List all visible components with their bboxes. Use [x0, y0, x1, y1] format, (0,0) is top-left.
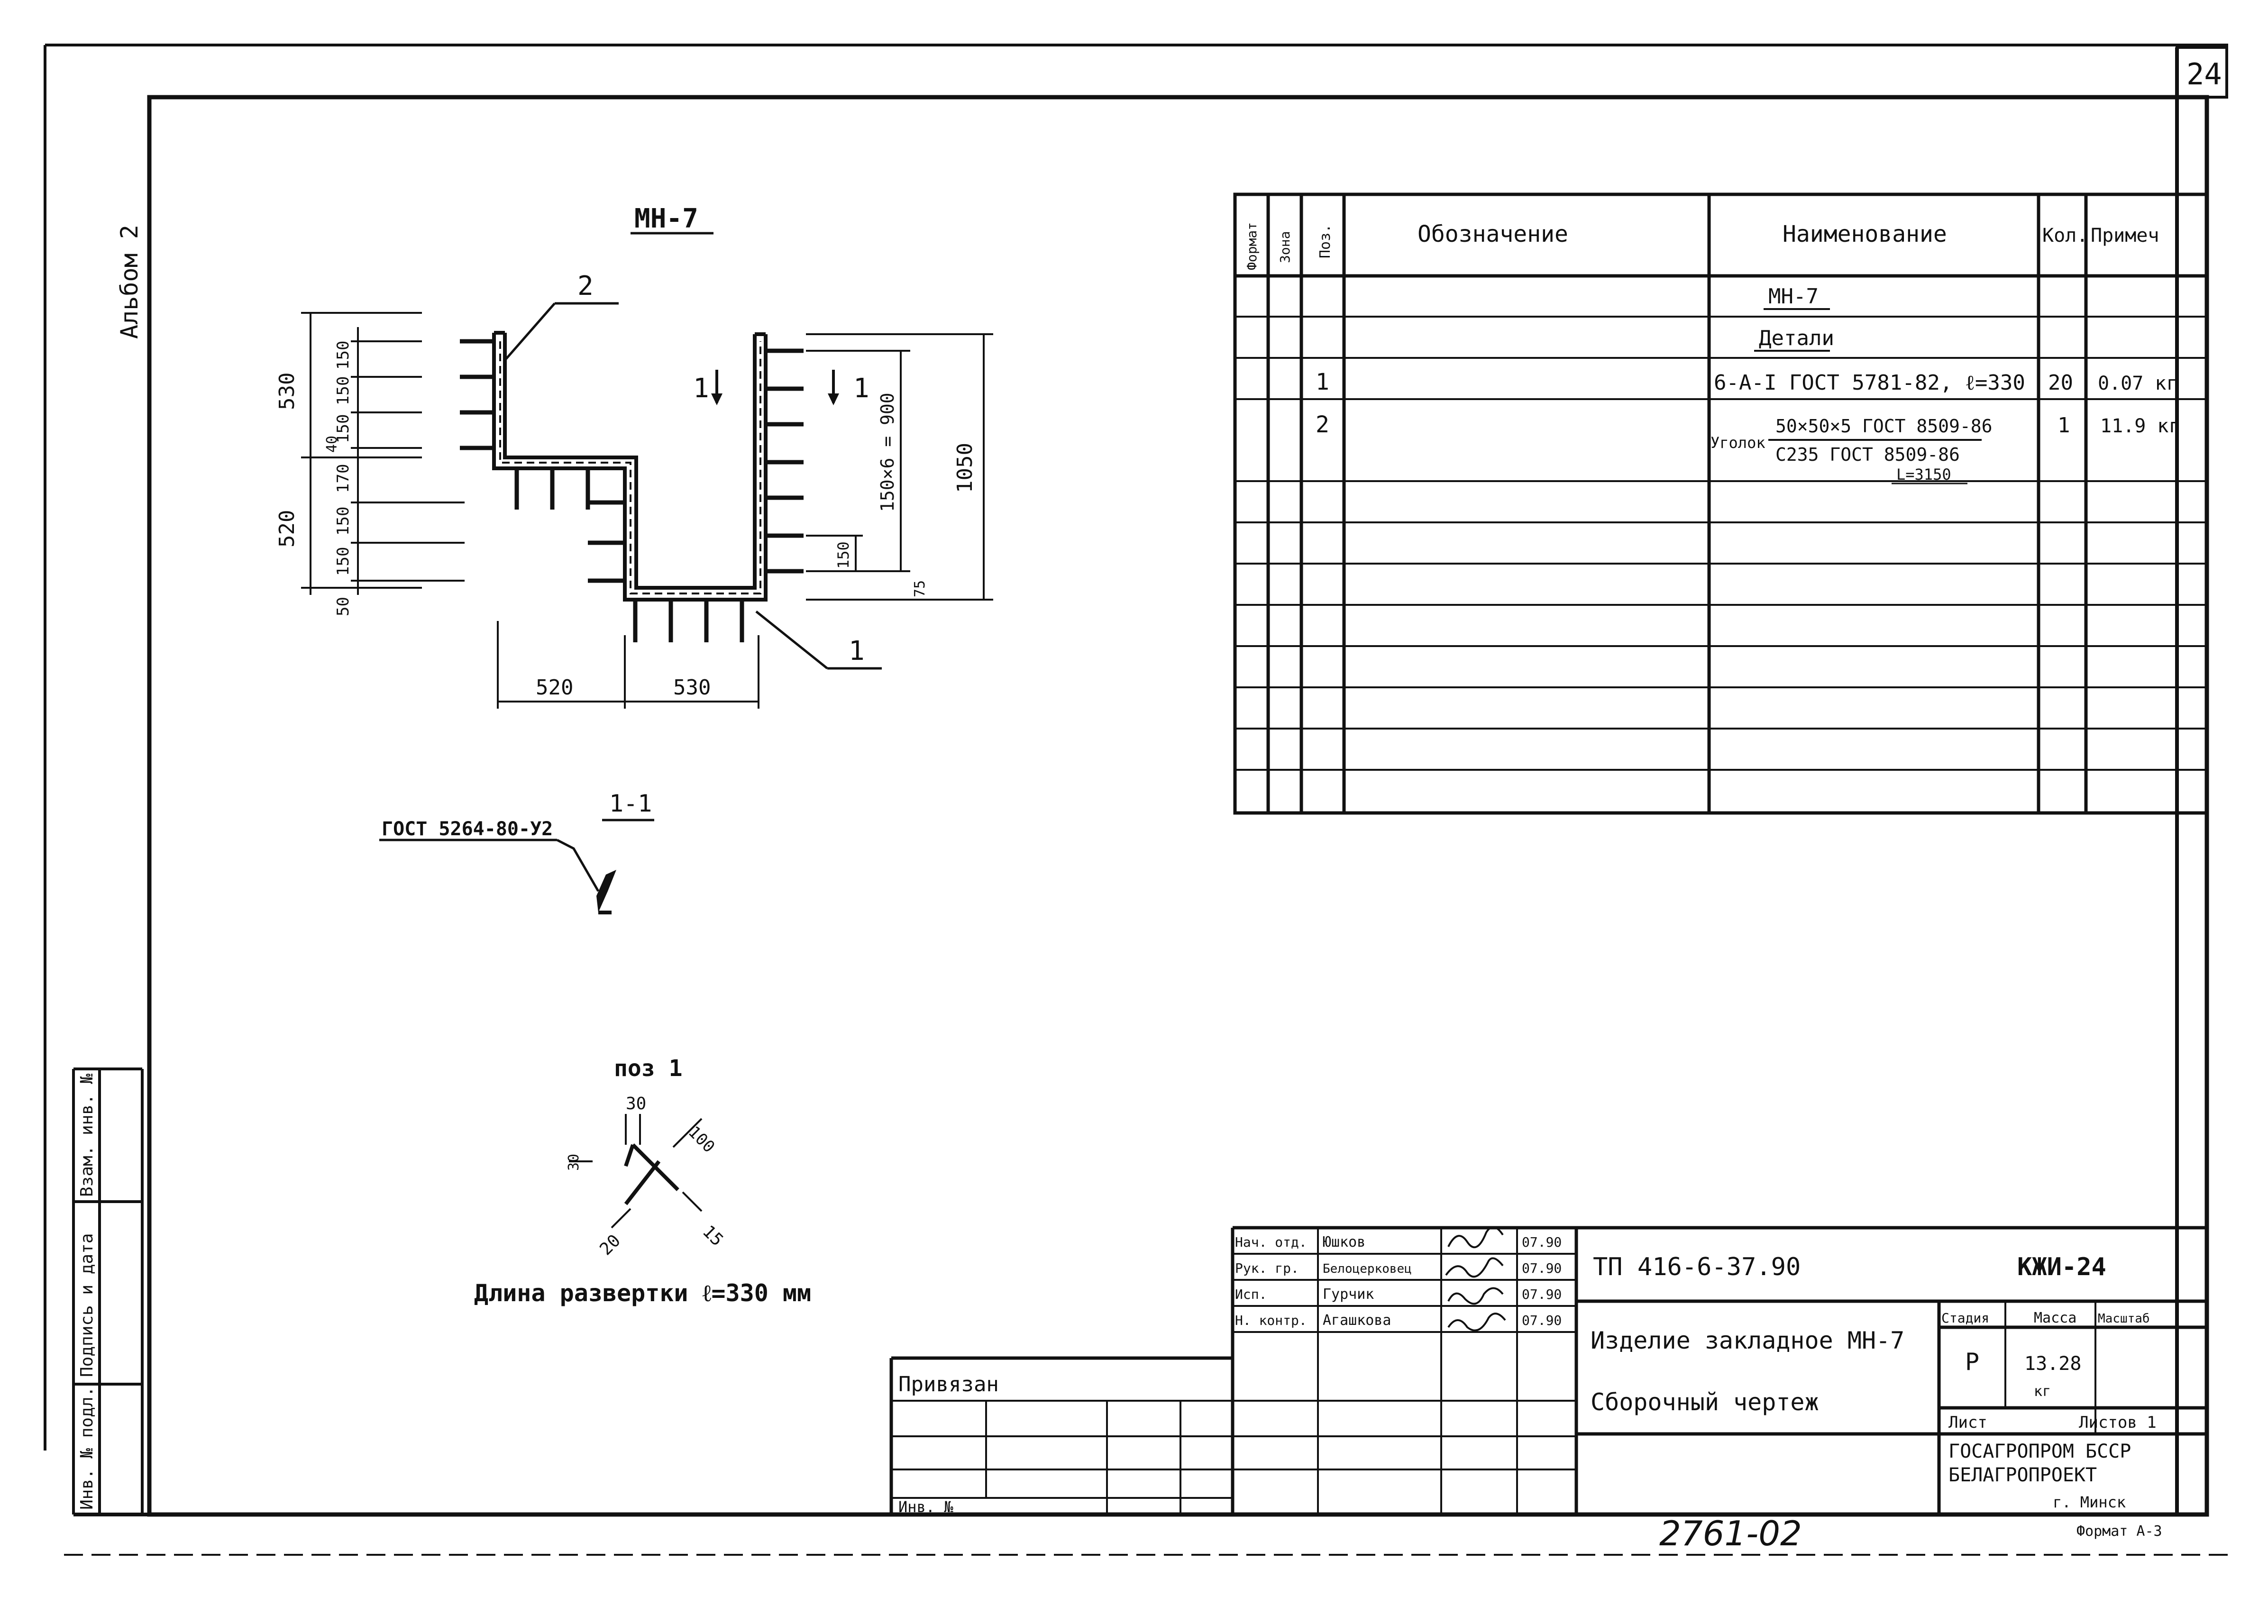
date-1: 07.90 — [1522, 1260, 1562, 1276]
date-3: 07.90 — [1522, 1313, 1562, 1328]
pos1-dim-30: 30 — [626, 1094, 646, 1113]
dim-170: 170 — [334, 464, 353, 493]
section-title: 1-1 — [609, 790, 652, 817]
row-mn7: МН-7 — [1768, 284, 1819, 309]
inv-label: Инв. № — [898, 1498, 953, 1516]
dim-50: 50 — [334, 597, 353, 616]
side-stamp-sign: Подпись и дата — [77, 1233, 97, 1377]
row2-pos: 2 — [1316, 411, 1329, 438]
dim-75: 75 — [912, 580, 928, 597]
hdr-pos: Поз. — [1317, 224, 1334, 258]
row2-name: 50×50×5 ГОСТ 8509-86 — [1775, 416, 1993, 437]
hdr-name: Наименование — [1783, 221, 1947, 247]
section-mark-left: 1 — [693, 373, 709, 404]
role-2: Исп. — [1235, 1286, 1267, 1302]
dim-150-a: 150 — [334, 341, 353, 370]
pos1-title: поз 1 — [614, 1055, 683, 1082]
row2-qty: 1 — [2058, 413, 2070, 438]
mass-unit: кг — [2034, 1383, 2051, 1400]
sheet-label: Лист — [1948, 1413, 1987, 1432]
pos1-dim-15: 15 — [699, 1222, 727, 1250]
role-1: Рук. гр. — [1235, 1260, 1299, 1276]
name-3: Агашкова — [1323, 1312, 1391, 1329]
hdr-zone: Зона — [1277, 231, 1293, 263]
weld-note: ГОСТ 5264-80-У2 — [382, 818, 553, 840]
pos1-dim-30-b: 30 — [566, 1154, 582, 1171]
date-0: 07.90 — [1522, 1234, 1562, 1250]
side-stamp-inv: Инв. № подл. — [77, 1387, 97, 1510]
row-details: Детали — [1759, 326, 1834, 350]
hdr-qty: Кол. — [2042, 225, 2088, 246]
org-line-3: г. Минск — [2053, 1493, 2126, 1511]
row1-name: 6-А-I ГОСТ 5781-82, ℓ=330 — [1714, 371, 2025, 395]
org-line-1: ГОСАГРОПРОМ БССР — [1948, 1441, 2131, 1462]
date-2: 07.90 — [1522, 1286, 1562, 1302]
hdr-format: Формат — [1244, 222, 1260, 270]
role-3: Н. контр. — [1235, 1313, 1307, 1328]
dim-150-r: 150 — [834, 541, 852, 569]
stage-value: Р — [1965, 1348, 1979, 1376]
dim-520: 520 — [275, 510, 299, 547]
dim-40: 40 — [324, 436, 340, 453]
format-label: Формат А-3 — [2076, 1523, 2162, 1540]
dim-150x6: 150×6 = 900 — [877, 392, 898, 512]
role-0: Нач. отд. — [1235, 1234, 1307, 1250]
sheet-code: КЖИ-24 — [2017, 1253, 2106, 1281]
pos1-detail: поз 1 30 100 30 20 15 Длина развертки ℓ=… — [474, 1055, 811, 1307]
row1-qty: 20 — [2048, 371, 2073, 395]
row2-note: 11.9 кг — [2100, 415, 2180, 437]
spec-table: Формат Зона Поз. Обозначение Наименовани… — [1233, 192, 2209, 815]
dim-150-c: 150 — [334, 414, 353, 443]
hdr-scale: Масштаб — [2098, 1312, 2150, 1326]
bound-label: Привязан — [898, 1372, 999, 1396]
row1-pos: 1 — [1316, 369, 1329, 395]
dim-1050: 1050 — [953, 443, 977, 493]
page-number: 24 — [2186, 57, 2222, 91]
name-1: Белоцерковец — [1323, 1262, 1412, 1276]
angle-outline-outer — [492, 333, 768, 602]
product-name: Изделие закладное МН-7 — [1591, 1327, 1904, 1354]
name-0: Юшков — [1323, 1234, 1365, 1250]
dim-bottom-520: 520 — [536, 675, 573, 700]
dim-530: 530 — [275, 373, 299, 410]
album-label: Альбом 2 — [116, 225, 143, 339]
drawing-title: МН-7 — [634, 203, 698, 234]
dim-bottom-530: 530 — [673, 675, 711, 700]
hdr-designation: Обозначение — [1418, 221, 1568, 247]
dim-150-e: 150 — [334, 547, 353, 576]
row2-name2: С235 ГОСТ 8509-86 — [1775, 444, 1960, 465]
unfold-length: Длина развертки ℓ=330 мм — [474, 1279, 811, 1307]
hdr-stage: Стадия — [1941, 1310, 1989, 1326]
side-stamp-replace: Взам. инв. № — [77, 1074, 97, 1197]
name-2: Гурчик — [1323, 1286, 1374, 1303]
doc-code: ТП 416-6-37.90 — [1593, 1253, 1801, 1281]
mass-value: 13.28 — [2024, 1353, 2081, 1375]
hdr-note: Примеч — [2091, 225, 2159, 246]
anchor-bars — [460, 339, 804, 642]
pos1-dim-20: 20 — [596, 1231, 624, 1259]
callout-2: 2 — [577, 271, 594, 301]
bottom-number: 2761-02 — [1659, 1514, 1802, 1553]
pos1-dim-100: 100 — [685, 1122, 719, 1157]
dim-150-b: 150 — [334, 376, 353, 405]
hdr-mass: Масса — [2034, 1310, 2076, 1326]
section-mark-right: 1 — [853, 373, 869, 404]
row2-name-prefix: Уголок — [1710, 434, 1765, 452]
section-1-1: 1-1 ГОСТ 5264-80-У2 — [379, 790, 654, 914]
title-block: Нач. отд. Юшков 07.90 Рук. гр. Белоцерко… — [889, 1226, 2207, 1516]
drawing-type: Сборочный чертеж — [1591, 1388, 1819, 1416]
callout-1: 1 — [849, 636, 865, 666]
row2-name3: L=3150 — [1896, 465, 1951, 484]
dim-150-d: 150 — [334, 507, 353, 536]
sheets-label: Листов 1 — [2079, 1413, 2157, 1432]
org-line-2: БЕЛАГРОПРОЕКТ — [1948, 1464, 2097, 1486]
signatures — [1445, 1226, 1506, 1332]
row1-note: 0.07 кг — [2098, 373, 2178, 394]
mn7-view: МН-7 — [275, 203, 993, 709]
